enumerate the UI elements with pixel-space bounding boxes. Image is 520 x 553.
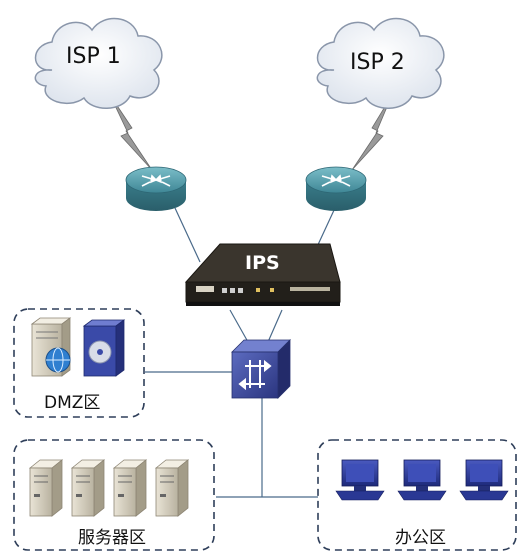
server-icon xyxy=(70,459,106,517)
dmz-web-server-icon xyxy=(30,317,72,377)
office-zone-label: 办公区 xyxy=(395,528,446,548)
dmz-zone-box xyxy=(13,308,145,418)
server-icon xyxy=(28,459,64,517)
isp2-label: ISP 2 xyxy=(350,50,405,75)
server-icon xyxy=(112,459,148,517)
dmz-media-server-icon xyxy=(82,319,126,377)
link-router1-ips xyxy=(174,207,201,263)
links xyxy=(145,207,336,498)
router-2-icon xyxy=(305,166,367,211)
isp1-label: ISP 1 xyxy=(66,44,121,69)
pc-icon xyxy=(459,459,509,501)
server-rack-icons xyxy=(28,459,190,517)
core-switch-icon xyxy=(231,339,291,399)
pc-icon xyxy=(335,459,385,501)
office-zone-box xyxy=(317,439,517,551)
isp2-cloud-icon xyxy=(316,17,445,109)
dmz-zone-label: DMZ区 xyxy=(44,393,101,413)
server-icon xyxy=(154,459,190,517)
link-ips-switch-b xyxy=(267,309,283,343)
ips-label: IPS xyxy=(245,252,280,274)
isp1-cloud-icon xyxy=(34,17,163,109)
link-ips-switch-a xyxy=(229,309,249,343)
pc-icon xyxy=(397,459,447,501)
office-pcs xyxy=(335,459,509,501)
ips-appliance-icon xyxy=(184,243,341,306)
router-1-icon xyxy=(125,166,187,211)
server-zone-label: 服务器区 xyxy=(78,528,146,548)
server-zone-box xyxy=(13,439,215,551)
